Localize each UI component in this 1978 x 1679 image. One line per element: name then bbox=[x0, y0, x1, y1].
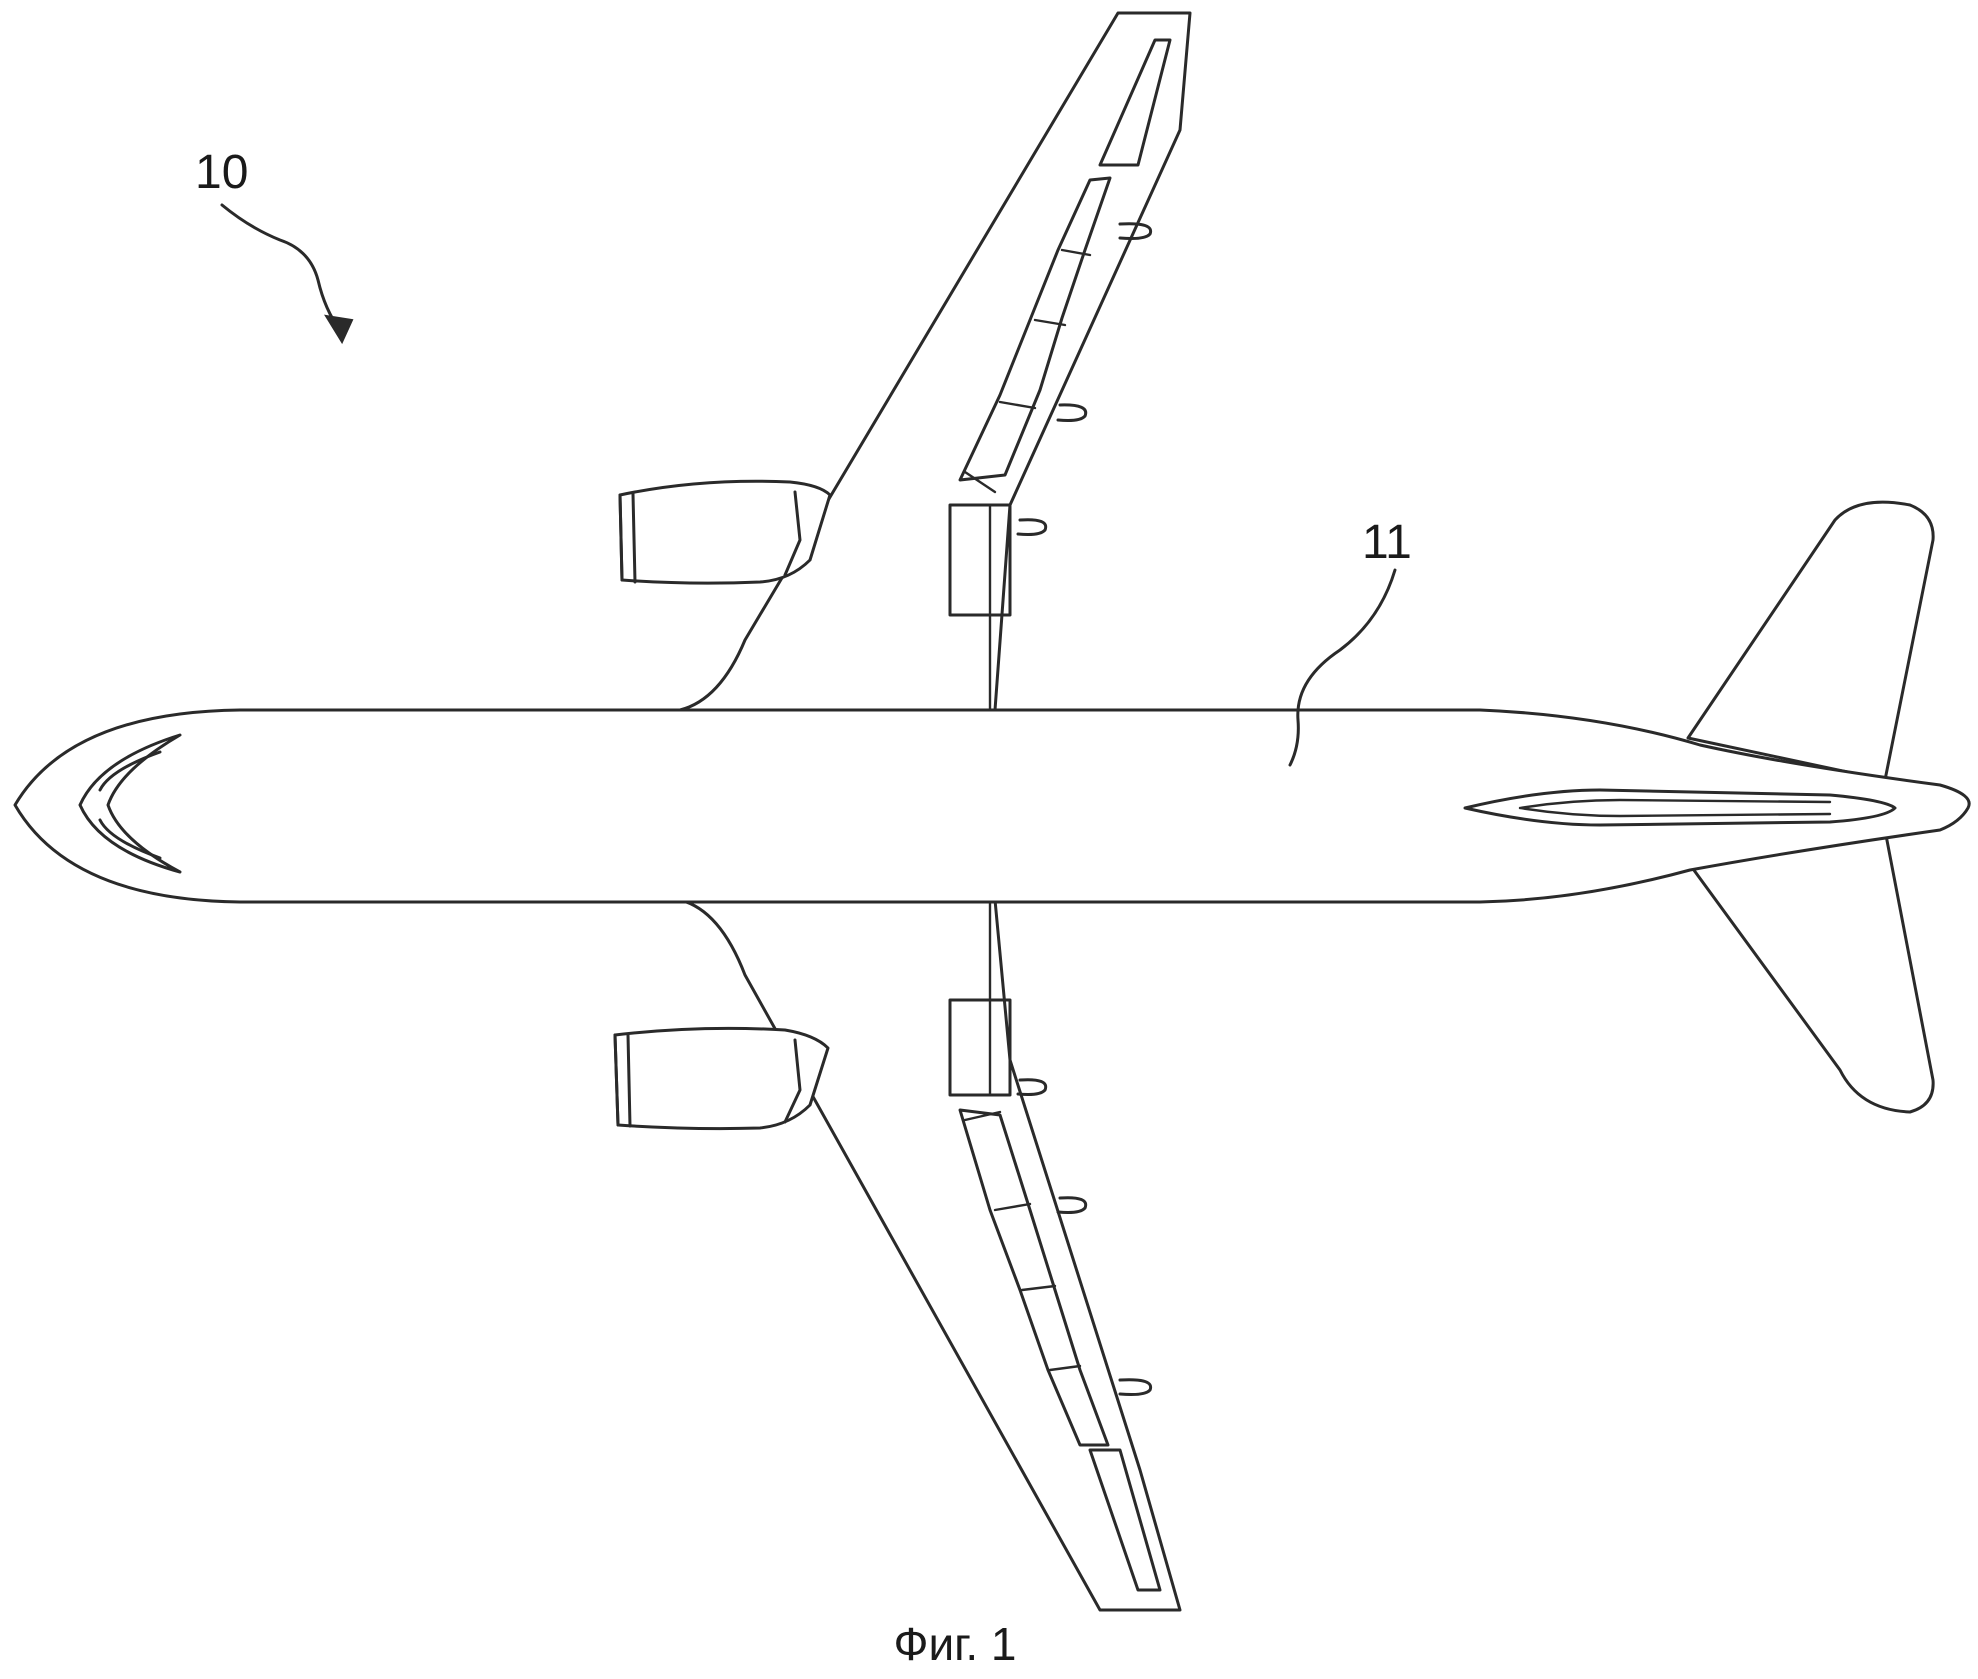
engine-upper-nozzle bbox=[783, 490, 802, 577]
upper-flap-divider-2 bbox=[1033, 318, 1067, 327]
upper-flap-outer bbox=[958, 176, 1112, 482]
upper-flap-divider-1 bbox=[1060, 248, 1092, 257]
upper-fairing-1 bbox=[1118, 222, 1153, 240]
arrowhead-aircraft bbox=[324, 314, 354, 345]
label-fuselage: 11 bbox=[1362, 516, 1412, 569]
leader-fuselage bbox=[1288, 568, 1397, 767]
upper-fairing-2 bbox=[1056, 403, 1088, 422]
upper-flap-divider-4 bbox=[963, 470, 997, 494]
tail-panel bbox=[1463, 788, 1897, 827]
leader-aircraft bbox=[220, 203, 342, 332]
upper-flap-divider-3 bbox=[998, 400, 1037, 410]
upper-aileron bbox=[1098, 38, 1172, 167]
lower-flap-divider-1 bbox=[1048, 1364, 1082, 1372]
tail-fin-upper bbox=[1686, 500, 1935, 782]
engine-upper bbox=[618, 479, 832, 585]
lower-flap-divider-4 bbox=[963, 1110, 1002, 1122]
tail-panel-inner bbox=[1518, 798, 1832, 818]
wing-lower bbox=[678, 898, 1182, 1612]
engine-lower-intake bbox=[613, 1033, 632, 1128]
tail-fin-lower bbox=[1686, 828, 1935, 1114]
cockpit-windshield bbox=[78, 733, 182, 874]
lower-fairing-3 bbox=[1118, 1378, 1153, 1396]
label-aircraft: 10 bbox=[195, 146, 248, 199]
lower-fairing-2 bbox=[1056, 1196, 1088, 1214]
lower-flap-outer bbox=[958, 1108, 1110, 1447]
lower-flap-divider-2 bbox=[1020, 1284, 1057, 1292]
engine-lower bbox=[613, 1026, 830, 1131]
upper-fairing-3 bbox=[1016, 518, 1048, 536]
wing-upper bbox=[678, 11, 1192, 712]
lower-aileron bbox=[1088, 1448, 1162, 1592]
engine-lower-nozzle bbox=[783, 1038, 802, 1124]
cockpit-windshield-inner bbox=[98, 750, 162, 860]
engine-upper-intake bbox=[618, 492, 637, 584]
figure-caption: Фиг. 1 bbox=[894, 1618, 1017, 1670]
lower-flap-divider-3 bbox=[993, 1202, 1032, 1212]
fuselage bbox=[13, 708, 1971, 904]
lower-fairing-1 bbox=[1016, 1078, 1048, 1096]
